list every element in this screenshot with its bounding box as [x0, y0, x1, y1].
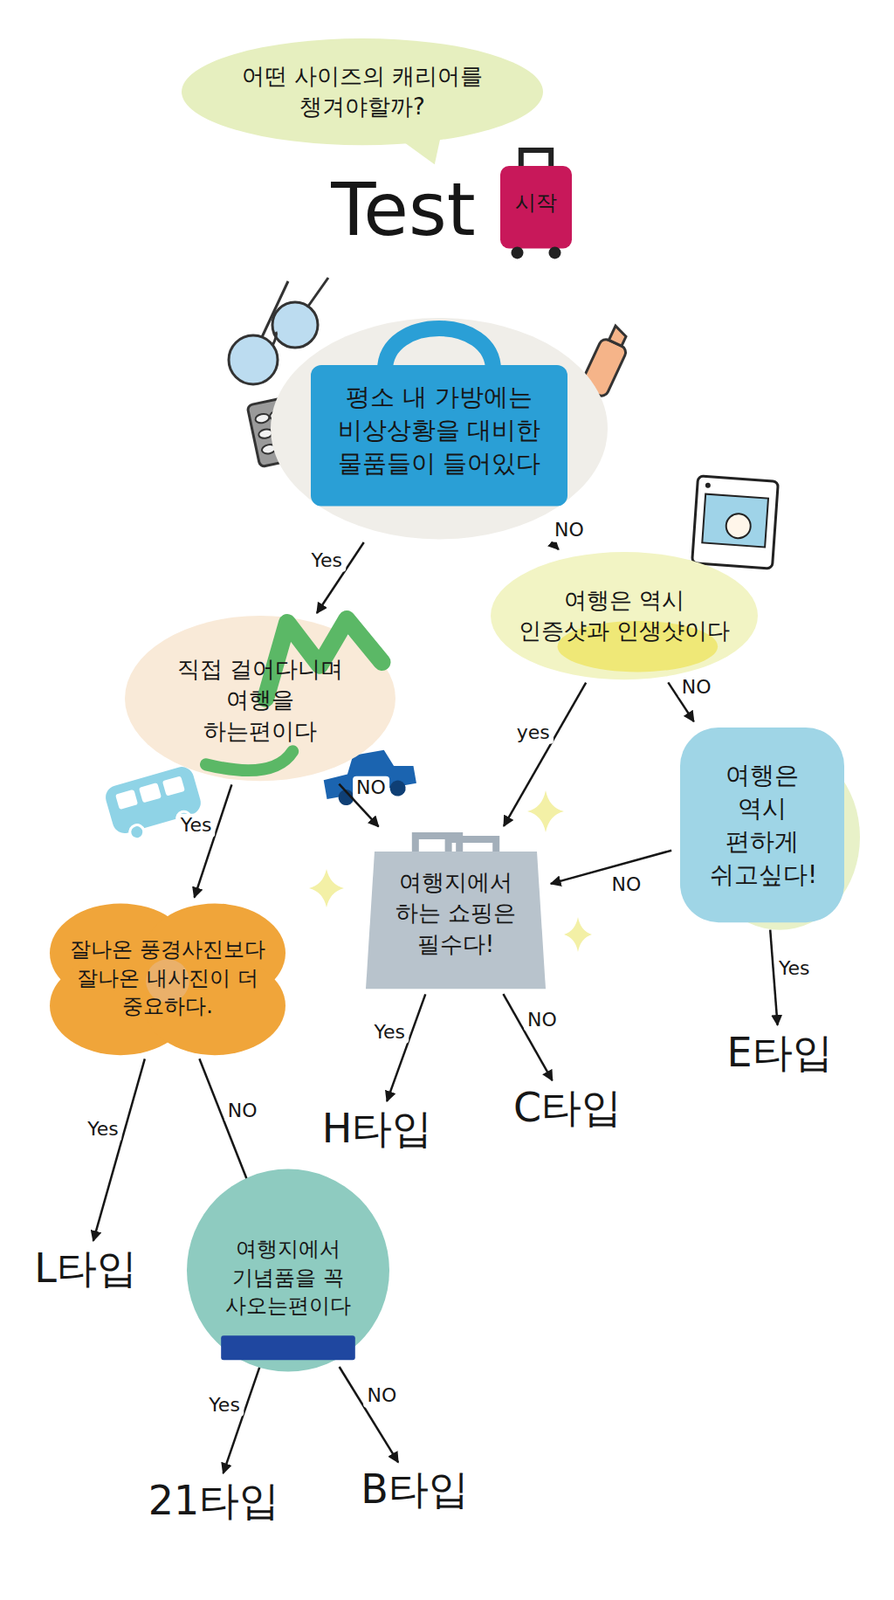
node-text: 평소 내 가방에는 비상상황을 대비한 물품들이 들어있다: [330, 380, 549, 480]
node-shape: [490, 551, 758, 680]
flow-arrow: [386, 993, 426, 1101]
bag-handle: [385, 328, 494, 371]
lipstick-tip: [608, 325, 628, 346]
glasses-temple: [261, 277, 329, 337]
edge-label: NO: [678, 675, 716, 699]
edge-label: NO: [352, 776, 390, 799]
result-type: C타입: [509, 1083, 626, 1132]
result-type: 21타입: [144, 1476, 284, 1525]
suitcase-body: [500, 165, 572, 248]
edge-label: Yes: [177, 813, 216, 837]
bag-ground: [270, 317, 608, 539]
edge-label: yes: [513, 720, 554, 743]
flow-arrow: [502, 993, 552, 1080]
bus-window: [115, 789, 138, 810]
edge-label: Yes: [205, 1392, 244, 1416]
edge-label: NO: [363, 1383, 400, 1407]
photo-card: [692, 475, 779, 569]
walk-trail: [265, 618, 382, 699]
flow-arrow: [93, 1058, 145, 1240]
shot-blob: [557, 620, 719, 672]
result-type: H타입: [318, 1104, 437, 1153]
node-text: B타입: [360, 1466, 469, 1512]
bus-wheel: [128, 823, 146, 841]
node-text: 21타입: [148, 1478, 281, 1523]
pill: [254, 412, 271, 425]
node-text: 시작: [505, 188, 567, 217]
flow-arrow: [550, 542, 558, 551]
photo-card-icon: [692, 475, 779, 569]
globe-base: [220, 1335, 356, 1361]
sparkle: [563, 916, 592, 952]
result-type: B타입: [357, 1464, 473, 1513]
node-text: 직접 걸어다니며 여행을 하는편이다: [168, 653, 352, 746]
glasses-lens: [228, 335, 278, 385]
question-box: 여행은 역시 편하게 쉬고싶다!: [674, 723, 850, 926]
node-text: 잘나온 풍경사진보다 잘나온 내사진이 더 중요하다.: [67, 935, 269, 1020]
rest-pillow: [680, 727, 845, 922]
question-box: 직접 걸어다니며 여행을 하는편이다: [124, 615, 396, 781]
sparkle: [309, 868, 344, 908]
shot-ground: [490, 551, 758, 680]
bag-body: [310, 364, 568, 506]
flower-centre: [145, 959, 190, 1004]
title-text: 어떤 사이즈의 캐리어를 챙겨야할까?: [218, 61, 507, 123]
flow-arrow: [194, 783, 233, 897]
result-type: L타입: [30, 1244, 141, 1293]
sparkle: [527, 790, 564, 833]
edge-label: Yes: [370, 1020, 409, 1044]
edge-label: NO: [550, 518, 588, 542]
flow-arrow: [503, 682, 586, 826]
flow-arrow: [339, 1366, 399, 1462]
question-box: 여행지에서 기념품을 꼭 사오는편이다: [183, 1203, 393, 1363]
edge-label: NO: [224, 1098, 262, 1121]
question-box: 잘나온 풍경사진보다 잘나온 내사진이 더 중요하다.: [49, 900, 286, 1055]
edge-label: Yes: [83, 1117, 123, 1141]
result-type: E타입: [722, 1028, 836, 1077]
suitcase-wheel: [511, 246, 524, 259]
photo-image: [701, 494, 769, 548]
bus-window: [138, 782, 162, 803]
node-text: 여행은 역시 인증샷과 인생샷이다: [516, 584, 732, 647]
walk-trail: [206, 751, 293, 771]
photo-dot: [705, 482, 711, 489]
suitcase-wheel: [549, 246, 562, 259]
walk-ground: [124, 615, 396, 781]
photo-face: [725, 512, 752, 539]
bubble-body: [181, 38, 544, 145]
node-text: C타입: [513, 1085, 622, 1130]
globe-ball: [186, 1169, 390, 1372]
edge-label: Yes: [307, 549, 346, 572]
node-text: 여행지에서 하는 쇼핑은 필수다!: [390, 866, 522, 959]
question-box: 여행은 역시 인증샷과 인생샷이다: [490, 551, 758, 680]
shop-bag: [365, 851, 546, 989]
edge-label: NO: [608, 873, 646, 896]
node-text: H타입: [322, 1106, 434, 1151]
title-bubble: 어떤 사이즈의 캐리어를 챙겨야할까?: [181, 38, 544, 145]
question-box: 시작: [498, 144, 574, 261]
glasses-bridge: [272, 331, 277, 346]
glasses-lens: [272, 302, 318, 348]
node-text: 여행은 역시 편하게 쉬고싶다!: [709, 758, 815, 891]
car-wheel: [388, 778, 407, 798]
edge-label: NO: [523, 1008, 561, 1032]
heading-label: Test: [330, 172, 475, 247]
node-shape: [674, 723, 850, 926]
question-box: 평소 내 가방에는 비상상황을 대비한 물품들이 들어있다: [270, 317, 608, 539]
node-text: 여행지에서 기념품을 꼭 사오는편이다: [209, 1234, 367, 1320]
edge-label: Yes: [775, 955, 814, 979]
node-text: E타입: [726, 1030, 833, 1075]
flower-petal: [144, 955, 286, 1055]
bubble-shape: [181, 38, 544, 145]
node-text: L타입: [34, 1245, 138, 1291]
question-box: 여행지에서 하는 쇼핑은 필수다!: [364, 828, 548, 991]
flow-arrow: [223, 1366, 261, 1473]
bus-window: [162, 775, 186, 796]
